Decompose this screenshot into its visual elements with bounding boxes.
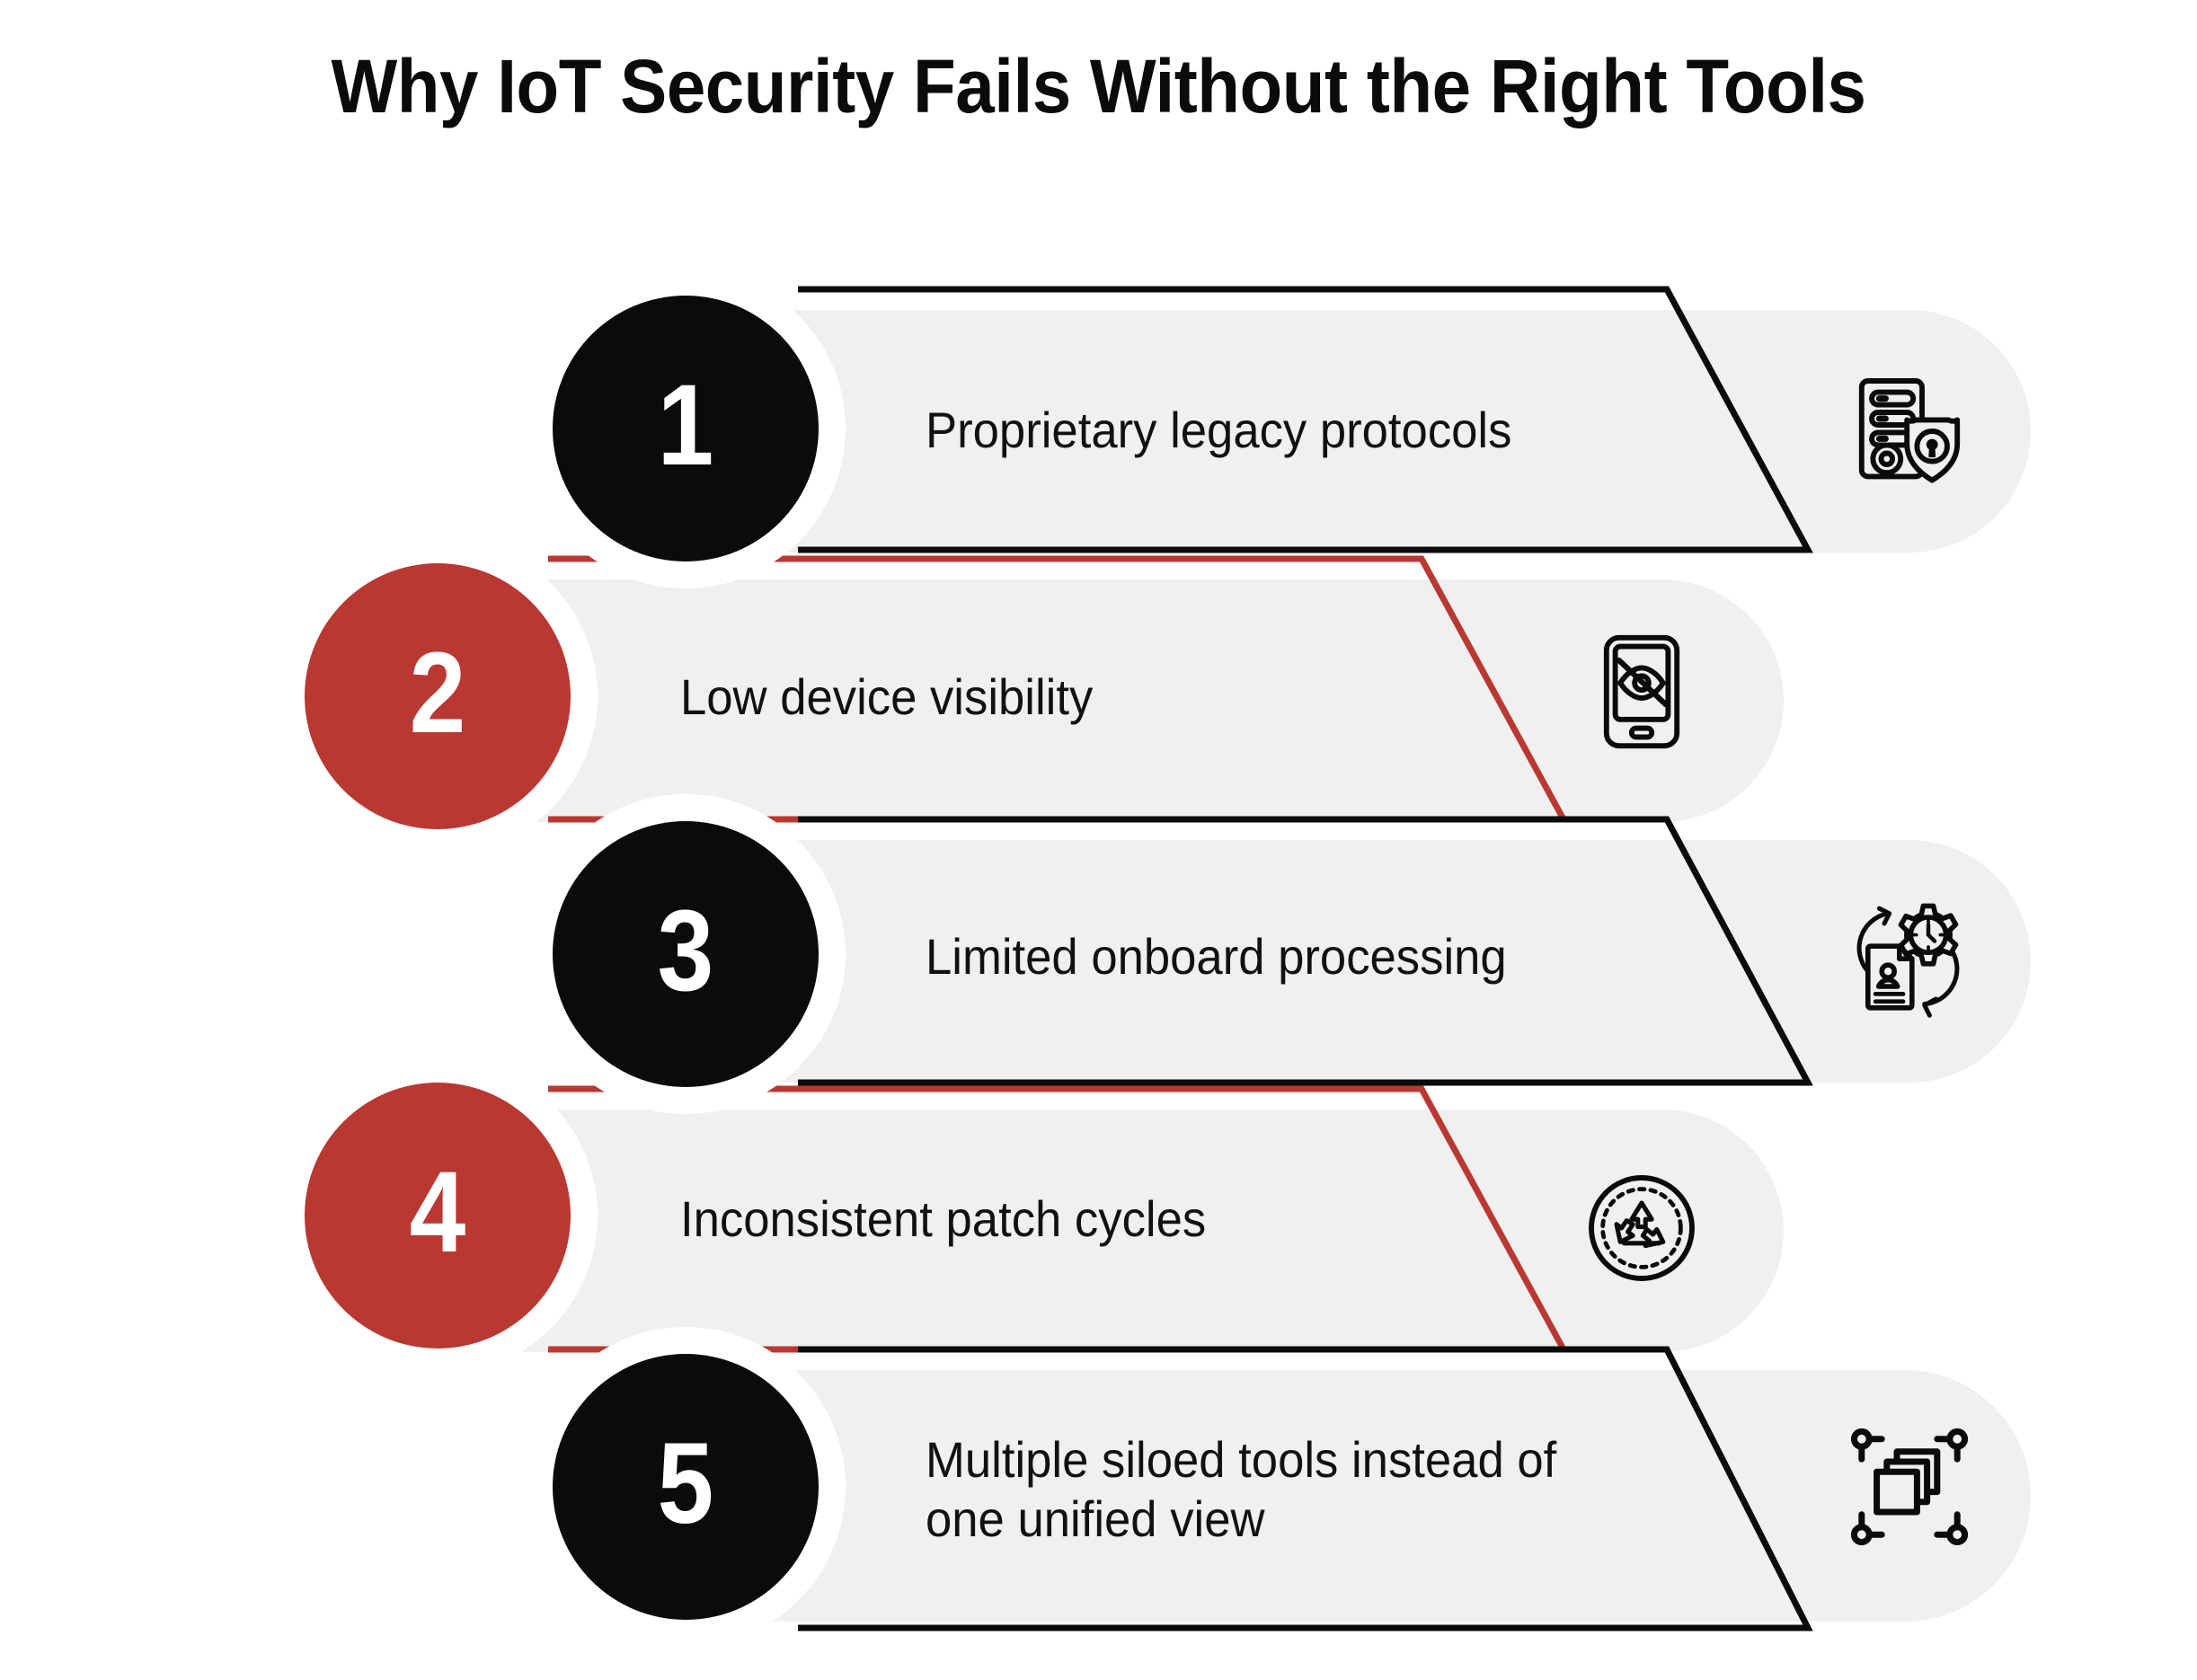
page-title: Why IoT Security Fails Without the Right… xyxy=(331,44,1866,128)
step-label-1: Proprietary legacy protocols xyxy=(926,402,1512,458)
step-number-circles xyxy=(278,269,846,1647)
pill-row-4 xyxy=(382,1110,1784,1352)
pill-row-1 xyxy=(629,310,2031,553)
step-number-5: 5 xyxy=(657,1419,714,1548)
gear-clock-document-cycle-icon xyxy=(1847,898,1972,1024)
step-number-1: 1 xyxy=(657,361,714,490)
server-shield-lock-icon xyxy=(1847,368,1972,494)
phone-hidden-eye-icon xyxy=(1579,629,1705,755)
trapezoid-row-3 xyxy=(798,816,1813,1086)
step-number-4: 4 xyxy=(409,1148,466,1277)
layers-nodes-icon xyxy=(1847,1424,1972,1550)
pill-row-5 xyxy=(629,1370,2031,1622)
trapezoid-row-5 xyxy=(798,1346,1813,1631)
step-circle-3[interactable] xyxy=(553,821,819,1087)
step-circle-2[interactable] xyxy=(305,563,571,829)
trapezoid-row-1 xyxy=(798,286,1813,553)
step-number-2: 2 xyxy=(409,629,466,757)
step-label-3: Limited onboard processing xyxy=(926,928,1507,985)
recycle-circle-icon xyxy=(1579,1165,1705,1291)
pill-backgrounds xyxy=(382,310,2031,1622)
trapezoid-outlines xyxy=(548,286,1813,1631)
step-circle-5[interactable] xyxy=(553,1354,819,1620)
pill-row-3 xyxy=(629,840,2031,1083)
step-label-4: Inconsistent patch cycles xyxy=(680,1190,1207,1247)
step-label-2: Low device visibility xyxy=(680,668,1094,725)
step-circle-4[interactable] xyxy=(305,1083,571,1348)
step-label-5: Multiple siloed tools instead of one uni… xyxy=(926,1431,1557,1547)
pill-row-2 xyxy=(382,579,1784,822)
step-circle-1[interactable] xyxy=(553,296,819,561)
step-number-3: 3 xyxy=(657,887,714,1015)
